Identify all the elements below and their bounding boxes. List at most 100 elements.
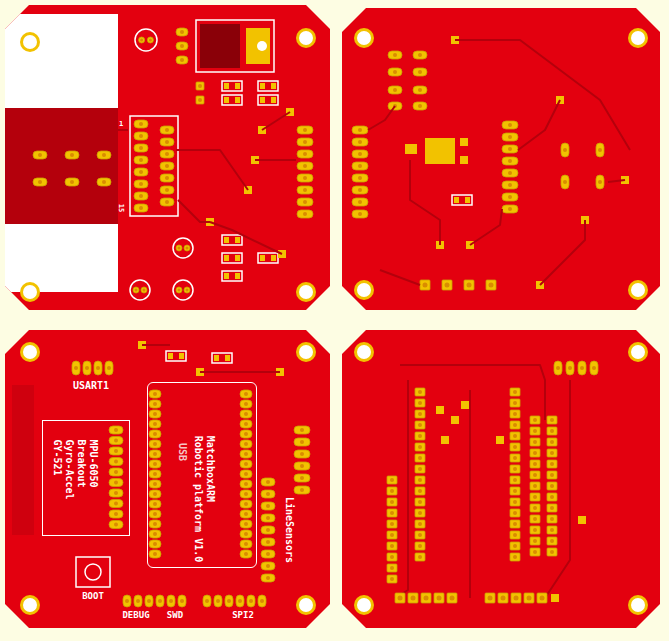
pcb-board [5, 5, 330, 310]
drill [198, 98, 202, 102]
smd-pad [224, 237, 229, 243]
drill [418, 489, 422, 493]
pad [134, 204, 148, 212]
drill [186, 289, 189, 292]
pad [510, 410, 520, 418]
pad [134, 144, 148, 152]
drill [238, 599, 242, 603]
regulator-hole [257, 41, 267, 51]
copper-trace [545, 380, 570, 598]
pad [261, 562, 275, 570]
pad [261, 502, 275, 510]
pad [160, 162, 174, 170]
drill [139, 194, 143, 198]
button-outline [85, 564, 101, 580]
mount-hole [299, 598, 313, 612]
silkscreen-label: SWD [167, 610, 183, 620]
silkscreen-label: 15 [117, 204, 125, 212]
smd-pad [405, 144, 417, 154]
drill [418, 401, 422, 405]
smd-pad [260, 97, 265, 103]
drill [147, 599, 151, 603]
pad [510, 520, 520, 528]
mount-hole-ring [628, 595, 648, 615]
drill [165, 176, 169, 180]
drill [513, 456, 517, 460]
mount-hole [23, 345, 37, 359]
pad [510, 498, 520, 506]
pad [352, 126, 368, 134]
pad [464, 280, 474, 290]
pad [547, 460, 557, 468]
pad [547, 471, 557, 479]
capacitor-outline [173, 280, 193, 300]
pad [149, 490, 161, 498]
smd-pad [224, 83, 229, 89]
pad [387, 575, 397, 583]
pad [413, 86, 427, 94]
pad [566, 361, 574, 375]
mount-hole [23, 35, 37, 49]
pad [149, 390, 161, 398]
drill [303, 140, 307, 144]
pad [413, 68, 427, 76]
pad [510, 432, 520, 440]
drill [418, 511, 422, 515]
drill [266, 528, 270, 532]
smd-pad [460, 138, 468, 146]
smd-pad [235, 255, 240, 261]
drill [467, 283, 472, 288]
drill [580, 366, 584, 370]
pad [160, 138, 174, 146]
ground-band [12, 385, 34, 535]
pad [109, 437, 123, 445]
drill [205, 599, 209, 603]
pad [105, 361, 113, 375]
pad [352, 162, 368, 170]
pad [510, 553, 520, 561]
pad [511, 593, 521, 603]
pad [498, 593, 508, 603]
pad [420, 280, 430, 290]
drill [149, 39, 152, 42]
pad [415, 410, 425, 418]
pad [145, 595, 153, 607]
drill [153, 522, 157, 526]
drill [540, 596, 545, 601]
drill [153, 442, 157, 446]
drill [508, 159, 512, 163]
ground-band [5, 108, 118, 224]
pad [83, 361, 91, 375]
drill [114, 502, 118, 506]
drill [508, 135, 512, 139]
drill [180, 44, 184, 48]
drill [393, 53, 397, 57]
pad [176, 287, 182, 293]
smd-pad [235, 237, 240, 243]
via-pad [441, 436, 449, 444]
pad [294, 450, 310, 458]
pad [415, 421, 425, 429]
drill [139, 182, 143, 186]
pad [415, 553, 425, 561]
drill [244, 432, 248, 436]
mount-hole-ring [296, 595, 316, 615]
drill [70, 153, 74, 157]
silkscreen-text: MatchboxARM [204, 436, 216, 562]
mount-hole-ring [354, 280, 374, 300]
smd-pad [235, 273, 240, 279]
mount-hole [631, 345, 645, 359]
via-pad [451, 416, 459, 424]
pad [352, 174, 368, 182]
pad [434, 593, 444, 603]
pad [176, 245, 182, 251]
pad [530, 427, 540, 435]
silkscreen-outline [258, 253, 278, 263]
drill [598, 148, 602, 152]
pad [109, 479, 123, 487]
drill [533, 550, 537, 554]
pad [502, 145, 518, 153]
drill [513, 401, 517, 405]
board-cutout [5, 224, 118, 292]
drill [550, 484, 554, 488]
